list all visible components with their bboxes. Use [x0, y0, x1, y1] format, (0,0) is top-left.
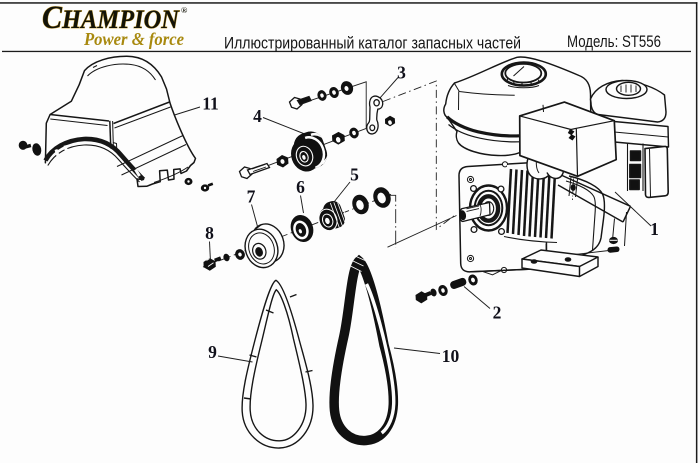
svg-text:®: ®: [181, 5, 188, 15]
svg-text:11: 11: [202, 94, 219, 114]
svg-text:Модель: ST556: Модель: ST556: [567, 32, 661, 51]
svg-text:Иллюстрированный каталог запас: Иллюстрированный каталог запасных частей: [224, 33, 521, 52]
svg-text:10: 10: [442, 346, 460, 366]
svg-text:Power & force: Power & force: [83, 29, 184, 49]
svg-text:5: 5: [350, 165, 359, 185]
svg-text:7: 7: [247, 187, 256, 207]
svg-text:1: 1: [650, 219, 659, 239]
svg-text:3: 3: [397, 63, 406, 83]
svg-text:6: 6: [296, 177, 305, 197]
svg-text:2: 2: [493, 303, 502, 323]
svg-text:4: 4: [253, 106, 262, 126]
svg-text:CHAMPION: CHAMPION: [42, 0, 180, 36]
svg-text:8: 8: [205, 223, 214, 243]
svg-text:9: 9: [208, 342, 217, 362]
